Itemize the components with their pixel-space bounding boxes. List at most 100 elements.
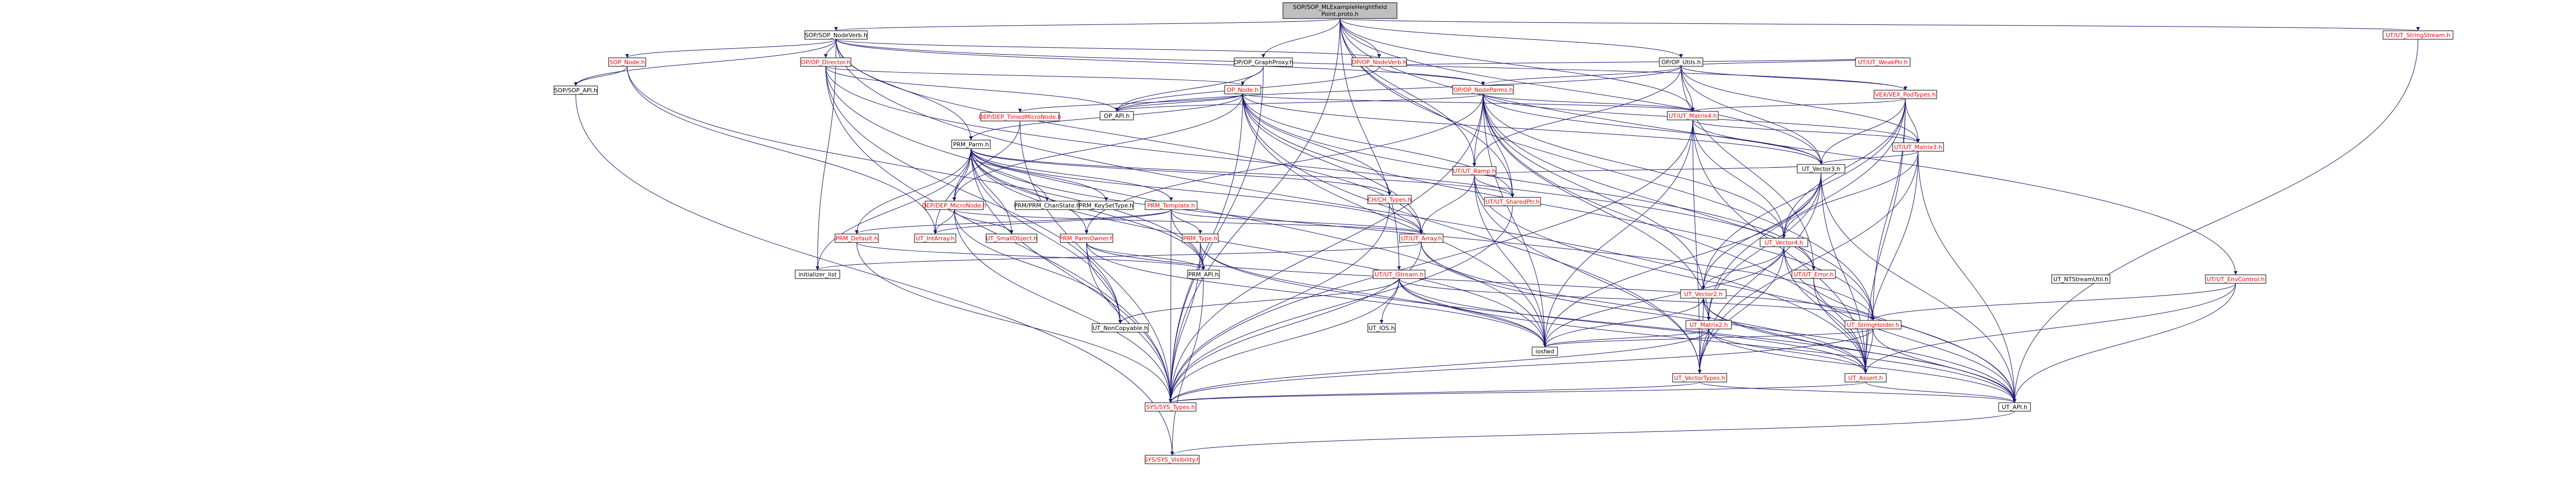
include-edge (1118, 278, 1400, 324)
node-label: PRM_Type.h (1183, 235, 1217, 242)
header-node[interactable]: UT_StringHolder.h (1844, 320, 1902, 329)
node-box (1224, 85, 1261, 94)
node-box (1367, 323, 1396, 333)
include-edge (1168, 119, 1693, 403)
node-label: DEP/DEP_TimedMicroNode.h (979, 114, 1061, 120)
node-box (1234, 57, 1293, 67)
header-node[interactable]: UT_API.h (1998, 402, 2031, 412)
node-box (1680, 289, 1727, 299)
header-node[interactable]: SOP/SOP_NodeVerb.h (804, 30, 868, 40)
header-node[interactable]: VEX/VEX_PodTypes.h (1874, 90, 1937, 99)
header-node[interactable]: SYS/SYS_Visibility.h (1144, 455, 1200, 464)
header-node[interactable]: PRM_Template.h (1145, 201, 1198, 210)
header-node[interactable]: PRM/PRM_ChanState.h (1014, 201, 1080, 210)
include-edge (933, 209, 1172, 235)
node-box (608, 57, 646, 67)
node-label: Point.proto.h (1321, 11, 1358, 18)
header-node[interactable]: PRM_KeySetType.h (1078, 201, 1134, 210)
header-node[interactable]: UT/UT_Matrix4.h (1667, 111, 1719, 120)
header-node[interactable]: SYS/SYS_Types.h (1145, 402, 1197, 412)
node-box (1182, 233, 1219, 243)
header-node[interactable]: OP_Node.h (1224, 85, 1261, 94)
include-edge (1681, 57, 1885, 67)
header-node[interactable]: PRM_Default.h (834, 233, 879, 243)
header-node[interactable]: UT_Matrix2.h (1685, 320, 1732, 329)
include-edge (836, 39, 1868, 374)
node-label: UT_NonCopyable.h (1093, 325, 1148, 332)
header-node[interactable]: OP/OP_Director.h (800, 57, 851, 67)
header-node[interactable]: DEP/DEP_MicroNode.h (922, 201, 987, 210)
include-edge (627, 66, 1206, 271)
include-edge (1701, 98, 1906, 290)
include-edge (1692, 119, 1786, 239)
header-node[interactable]: PRM_Parm.h (951, 140, 991, 149)
include-edge (1399, 278, 1875, 321)
header-node[interactable]: SOP/SOP_API.h (553, 85, 598, 95)
header-node[interactable]: UT/UT_EnvControl.h (2205, 274, 2266, 284)
node-box (1844, 320, 1902, 329)
include-edge (1708, 328, 1868, 374)
header-node[interactable]: UT_NonCopyable.h (1092, 323, 1149, 333)
header-node[interactable]: UT/UT_Array.h (1399, 233, 1444, 243)
header-node[interactable]: UT/UT_Ramp.h (1452, 166, 1497, 176)
include-edge (2012, 39, 2419, 403)
header-node[interactable]: OP/OP_GraphProxy.h (1234, 57, 1294, 67)
header-node[interactable]: UT/UT_WeakPtr.h (1855, 57, 1911, 67)
header-node[interactable]: UT_VectorTypes.h (1672, 373, 1727, 383)
node-box (1791, 270, 1836, 279)
header-node[interactable]: OP/OP_NodeParms.h (1452, 85, 1514, 94)
header-node[interactable]: PRM_ParmOwner.h (1059, 233, 1114, 243)
header-node[interactable]: UT_Vector4.h (1760, 238, 1808, 247)
node-box (1659, 57, 1703, 67)
header-node[interactable]: UT_SmallObject.h (986, 233, 1038, 243)
header-node[interactable]: OP/OP_NodeVerb.h (1351, 57, 1407, 67)
include-edge (954, 209, 1122, 324)
include-edge (1819, 151, 1919, 165)
node-box (914, 233, 956, 243)
header-node[interactable]: UT/UT_StringStream.h (2382, 30, 2454, 40)
header-node[interactable]: UT_IntArray.h (914, 233, 956, 243)
node-box (1484, 197, 1541, 206)
include-edge (1086, 242, 1547, 348)
include-edge (1200, 242, 1547, 348)
include-edge (1821, 172, 2017, 403)
header-node[interactable]: CH/CH_Types.h (1367, 195, 1412, 204)
include-edge (1819, 98, 1906, 165)
node-box (1452, 85, 1514, 94)
include-edge (856, 242, 1173, 403)
header-node[interactable]: UT/UT_Matrix3.h (1892, 142, 1944, 152)
include-edge (834, 18, 1340, 31)
header-node[interactable]: iosfwd (1532, 346, 1558, 356)
include-edge (933, 209, 955, 235)
node-label: OP/OP_Director.h (801, 59, 850, 66)
header-node[interactable]: UT_NTStreamUtil.h (2051, 274, 2111, 284)
include-edge (1168, 328, 1874, 403)
include-edge (1699, 381, 2017, 403)
header-node[interactable]: UT/UT_Error.h (1791, 270, 1836, 279)
include-edge (1019, 120, 1173, 403)
header-node[interactable]: UT_Vector3.h (1797, 164, 1845, 174)
header-node[interactable]: UT_IOS.h (1367, 323, 1396, 333)
node-box (1685, 320, 1732, 329)
node-label: OP/OP_GraphProxy.h (1234, 59, 1294, 66)
node-label: UT/UT_Ramp.h (1453, 168, 1496, 175)
header-node[interactable]: UT/UT_IStream.h (1373, 270, 1426, 279)
node-box (2205, 274, 2266, 284)
node-box (1078, 201, 1134, 210)
include-edge (855, 209, 1172, 235)
header-node[interactable]: initializer_list (795, 270, 840, 279)
header-node[interactable]: PRM_Type.h (1182, 233, 1219, 243)
header-node[interactable]: DEP/DEP_TimedMicroNode.h (979, 112, 1061, 122)
header-node[interactable]: UT/UT_SharedPtr.h (1484, 197, 1541, 206)
header-node[interactable]: UT_Vector2.h (1680, 289, 1727, 299)
include-edge (1086, 242, 1206, 271)
header-node[interactable]: PRM_API.h (1187, 270, 1220, 279)
include-edge (1692, 119, 1823, 165)
header-node[interactable]: UT_Assert.h (1844, 373, 1887, 383)
include-edge (1086, 242, 1173, 403)
header-node[interactable]: SOP_Node.h (608, 57, 646, 67)
include-edge (1863, 151, 1919, 374)
include-edge (825, 66, 1245, 86)
header-node[interactable]: OP_API.h (1100, 111, 1134, 120)
header-node[interactable]: OP/OP_Utils.h (1659, 57, 1703, 67)
